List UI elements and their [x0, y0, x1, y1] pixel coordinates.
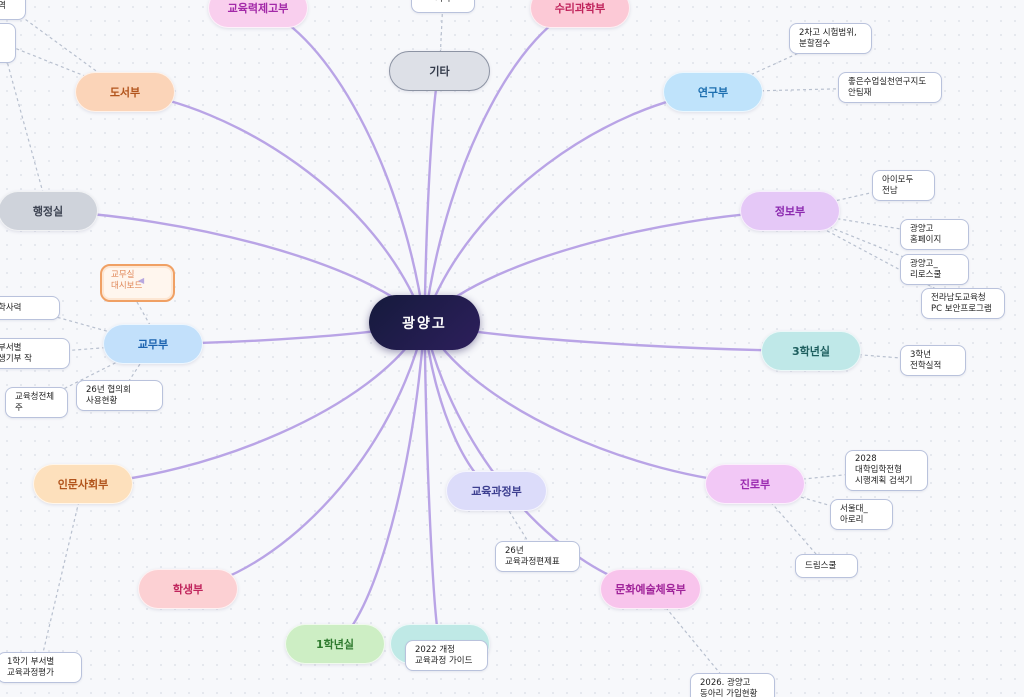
node-hak1[interactable]: 1학년실 [285, 624, 385, 664]
node-label: 문화예술체육부 [615, 583, 686, 596]
node-jinro[interactable]: 진로부 [705, 464, 805, 504]
leaf-gyomu-2[interactable]: 부서별 생기부 작 [0, 338, 70, 369]
leaf-gita-1[interactable]: 기타 [411, 0, 475, 13]
leaf-jinro-3[interactable]: 드림스쿨 [795, 554, 858, 578]
leaf-gyoyukgwajeong-1[interactable]: 26년 교육과정편제표 [495, 541, 580, 572]
node-hak3[interactable]: 3학년실 [761, 331, 861, 371]
node-label: 진로부 [739, 478, 771, 491]
node-jeongbo[interactable]: 정보부 [740, 191, 840, 231]
leaf-hak3-1[interactable]: 3학년 전학실적 [900, 345, 966, 376]
leaf-jinro-1[interactable]: 2028 대학입학전형 시행계획 검색기 [845, 450, 928, 491]
edge-root-jinro [423, 321, 756, 486]
node-inmun[interactable]: 인문사회부 [33, 464, 133, 504]
leaf-yeongu-1[interactable]: 2차고 시험범위, 분할점수 [789, 23, 872, 54]
edge-note-gyomu [136, 301, 151, 326]
leaf-extra-1[interactable]: 2022 개정 교육과정 가이드 [405, 640, 488, 671]
leaf-yeongu-2[interactable]: 좋은수업실천연구지도 안팀재 [838, 72, 942, 103]
edge-root-gita [423, 70, 441, 323]
edge-root-inmun [82, 321, 426, 486]
node-haengjeong[interactable]: 행정실 [0, 191, 98, 231]
node-gyoyukgwajeong[interactable]: 교육과정부 [446, 471, 547, 511]
edge-doseo-top-left-2 [1, 42, 126, 93]
node-label: 인문사회부 [57, 478, 109, 491]
dashboard-note[interactable]: 교무실 대시보드◀ [100, 264, 175, 302]
leaf-munhwa-1[interactable]: 2026. 광양고 동아리 가입현황 [690, 673, 775, 697]
edge-gyomu-gyomu-1 [23, 307, 154, 345]
note-label: 교무실 대시보드 [111, 270, 143, 291]
leaf-top-left-2[interactable] [0, 23, 16, 63]
node-label: 정보부 [774, 205, 806, 218]
edge-inmun-inmun-1 [38, 483, 84, 668]
leaf-jeongbo-4[interactable]: 전라남도교육청 PC 보안프로그램 [921, 288, 1005, 319]
node-doseo[interactable]: 도서부 [75, 72, 175, 112]
edge-gyomu-gyomu-4 [118, 343, 154, 396]
node-label: 연구부 [697, 86, 729, 99]
node-suri[interactable]: 수리과학부 [530, 0, 630, 28]
pointer-icon: ◀ [138, 276, 145, 285]
node-label: 행정실 [32, 205, 64, 218]
node-gyoyuk-ryeokje[interactable]: 교육력제고부 [208, 0, 308, 28]
leaf-jeongbo-1[interactable]: 아이모두 전남 [872, 170, 935, 201]
node-label: 교육력제고부 [227, 2, 289, 15]
node-label: 교육과정부 [471, 485, 522, 498]
leaf-jeongbo-2[interactable]: 광양고 홈페이지 [900, 219, 969, 250]
node-gyomu[interactable]: 교무부 [103, 324, 203, 364]
node-haksaeng[interactable]: 학생부 [138, 569, 238, 609]
leaf-gyomu-1[interactable]: 학사력 [0, 296, 60, 320]
node-label: 학생부 [172, 583, 204, 596]
node-label: 3학년실 [791, 345, 830, 358]
root-node[interactable]: 광양고 [369, 295, 480, 350]
node-label: 수리과학부 [554, 2, 606, 15]
node-label: 도서부 [109, 86, 141, 99]
edge-root-yeongu [423, 90, 714, 323]
leaf-gyomu-4[interactable]: 26년 협의회 사용현황 [76, 380, 163, 411]
edge-haengjeong-top-left-2 [1, 42, 49, 212]
node-label: 교무부 [137, 338, 169, 351]
leaf-gyomu-3[interactable]: 교육청전체 주 [5, 387, 68, 418]
node-label: 1학년실 [315, 638, 354, 651]
edge-root-hak3 [424, 321, 812, 353]
leaf-top-left-1[interactable]: 역 [0, 0, 26, 20]
leaf-jinro-2[interactable]: 서울대_ 아로리 [830, 499, 893, 530]
leaf-jeongbo-3[interactable]: 광양고_ 리로스쿨 [900, 254, 969, 285]
leaf-inmun-1[interactable]: 1학기 부서별 교육과정평가 [0, 652, 82, 683]
node-munhwa[interactable]: 문화예술체육부 [600, 569, 701, 609]
node-gita[interactable]: 기타 [389, 51, 490, 91]
node-label: 기타 [429, 65, 450, 78]
node-yeongu[interactable]: 연구부 [663, 72, 763, 112]
edge-root-hak1 [334, 322, 426, 646]
